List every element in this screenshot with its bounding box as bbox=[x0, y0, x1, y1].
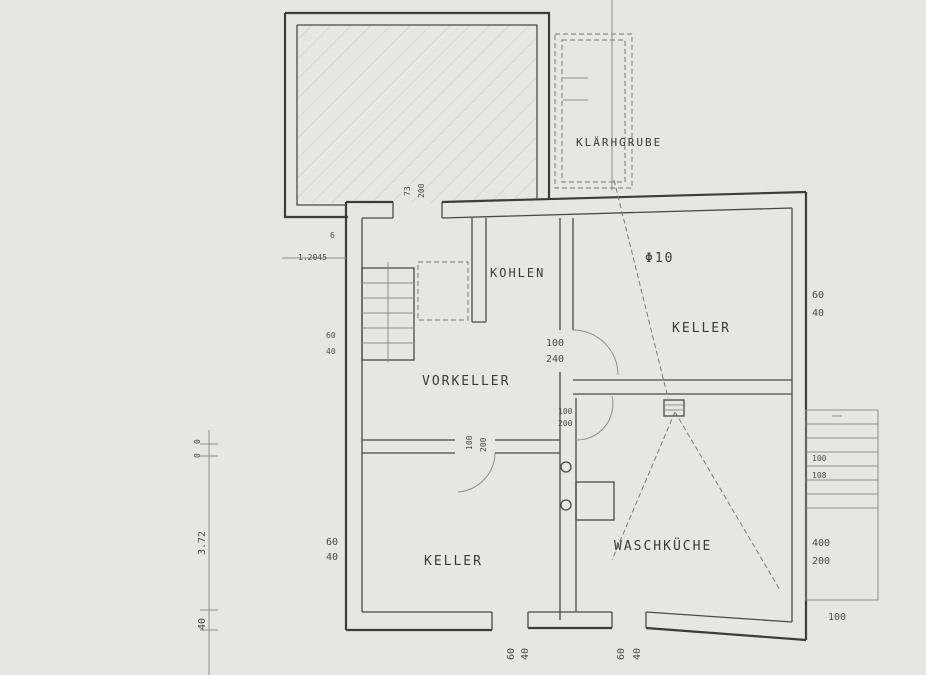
klaergrube-outline bbox=[554, 0, 633, 190]
dim-right-lower-a: 400 bbox=[812, 538, 830, 549]
dim-right-stair-a: 100 bbox=[812, 454, 827, 463]
dim-left-window-a: 60 bbox=[326, 331, 336, 340]
drain-lines bbox=[611, 179, 781, 591]
room-label-kohlen: KOHLEN bbox=[490, 266, 545, 280]
dim-door-kohlen-a: 100 bbox=[546, 338, 564, 349]
interior-walls bbox=[362, 218, 792, 620]
dim-side-top-a: 0 bbox=[193, 439, 202, 444]
room-label-keller-south: KELLER bbox=[424, 554, 483, 569]
door-swings bbox=[457, 329, 619, 493]
room-label-vorkeller: VORKELLER bbox=[422, 374, 510, 389]
dim-door-wasch-b: 200 bbox=[558, 419, 573, 428]
dim-right-lower-b: 200 bbox=[812, 556, 830, 567]
dim-left-top-b: 1.2045 bbox=[298, 253, 327, 262]
upper-room bbox=[283, 11, 551, 219]
dim-right-top-a: 60 bbox=[812, 290, 824, 301]
pipe-diameter-label: Φ10 bbox=[645, 251, 674, 266]
dim-side-top-b: 0 bbox=[193, 453, 202, 458]
exterior-stair bbox=[805, 409, 879, 601]
dim-top-door-a: 73 bbox=[403, 186, 412, 196]
dim-left-top-a: 6 bbox=[330, 231, 335, 240]
dim-top-door-b: 200 bbox=[417, 183, 426, 198]
room-label-keller-east: KELLER bbox=[672, 321, 731, 336]
dim-stair-bottom: 100 bbox=[828, 612, 846, 623]
dim-left-window-b: 40 bbox=[326, 347, 336, 356]
dim-right-top-b: 40 bbox=[812, 308, 824, 319]
dim-door-kohlen-b: 240 bbox=[546, 354, 564, 365]
side-dimension-line bbox=[200, 257, 346, 675]
dim-right-stair-b: 108 bbox=[812, 471, 827, 480]
dim-bottom-1-b: 40 bbox=[520, 648, 531, 660]
dim-side-bottom: 40 bbox=[197, 618, 208, 630]
dim-side-total: 3.72 bbox=[197, 531, 208, 555]
room-label-klaergrube: KLÄRHGRUBE bbox=[576, 136, 662, 149]
dim-left-lower-a: 60 bbox=[326, 537, 338, 548]
dim-bottom-2-a: 60 bbox=[616, 648, 627, 660]
dim-door-vorkeller-a: 100 bbox=[465, 435, 474, 450]
dim-door-wasch-a: 100 bbox=[558, 407, 573, 416]
room-label-waschkueche: WASCHKÜCHE bbox=[614, 537, 712, 554]
dim-left-lower-b: 40 bbox=[326, 552, 338, 563]
dim-bottom-1-a: 60 bbox=[506, 648, 517, 660]
main-walls bbox=[344, 190, 808, 642]
dim-bottom-2-b: 40 bbox=[632, 648, 643, 660]
dim-door-vorkeller-b: 200 bbox=[479, 437, 488, 452]
staircase bbox=[361, 261, 469, 362]
